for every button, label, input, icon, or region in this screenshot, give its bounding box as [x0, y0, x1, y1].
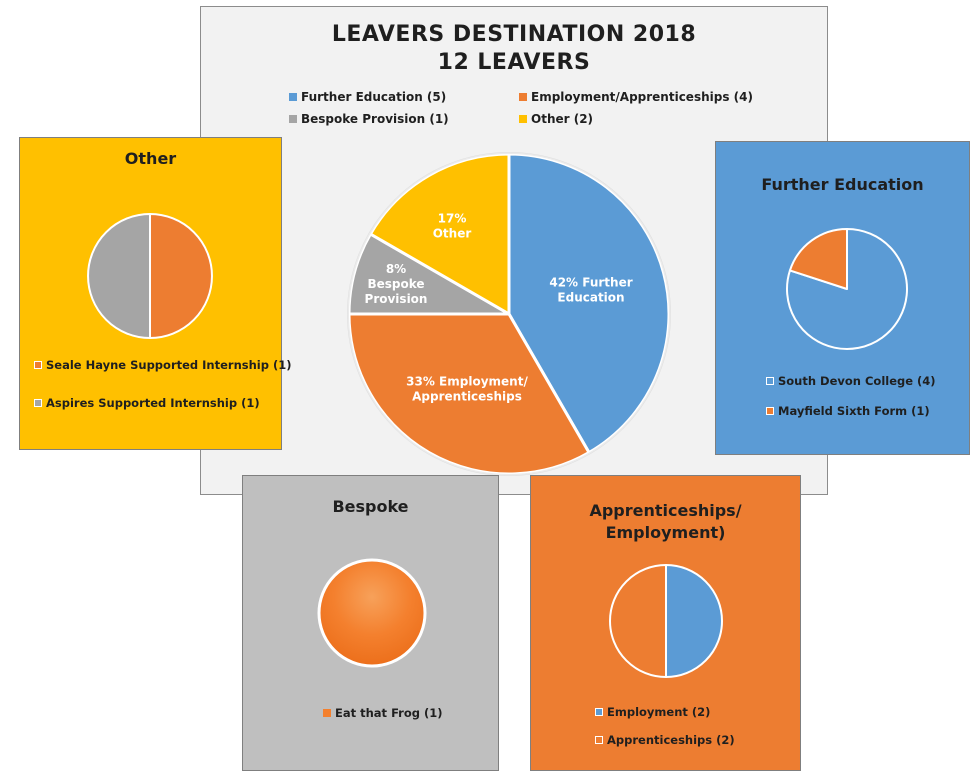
pie-slice-apprenticeships	[609, 564, 667, 678]
apprenticeships-title-line2: Employment)	[605, 523, 726, 542]
apprenticeships-pie-chart	[609, 564, 723, 678]
further-education-chart-title: Further Education	[761, 175, 924, 194]
legend-swatch	[323, 709, 331, 717]
pie-slice-other	[368, 152, 511, 316]
pie-outline	[347, 152, 671, 476]
legend-item-further-education: Further Education (5)	[289, 90, 446, 104]
further-education-chart-panel: Further Education South Devon College (4…	[715, 141, 970, 455]
legend-item-other: Other (2)	[519, 112, 593, 126]
legend-swatch	[34, 399, 42, 407]
legend-swatch	[289, 93, 297, 101]
bespoke-pie-chart	[317, 558, 427, 668]
pie-slice-seale-hayne-supported-internship	[149, 213, 213, 339]
legend-swatch	[595, 708, 603, 716]
legend-item-bespoke: Bespoke Provision (1)	[289, 112, 449, 126]
main-chart-title: LEAVERS DESTINATION 2018 12 LEAVERS	[201, 21, 827, 77]
apprenticeships-chart-panel: Apprenticeships/ Employment) Employment …	[530, 475, 801, 771]
other-chart-title: Other	[124, 149, 177, 168]
legend-item-apprenticeships-2: Apprenticeships (2)	[595, 733, 735, 747]
main-title-line2: 12 LEAVERS	[437, 50, 591, 75]
apprenticeships-chart-title: Apprenticeships/ Employment)	[531, 500, 800, 544]
bespoke-chart-title: Bespoke	[332, 497, 409, 516]
legend-swatch	[766, 407, 774, 415]
legend-swatch	[519, 93, 527, 101]
further-education-pie-chart	[786, 228, 908, 350]
pie-slice-south-devon-college	[786, 228, 908, 350]
other-chart-panel: Other Seale Hayne Supported Internship (…	[19, 137, 292, 450]
legend-swatch	[34, 361, 42, 369]
pie-slice-aspires-supported-internship	[87, 213, 151, 339]
legend-swatch	[595, 736, 603, 744]
legend-item-aspires: Aspires Supported Internship (1)	[34, 396, 260, 410]
data-label-employment-apprenticeships: 33% Employment/Apprenticeships	[406, 375, 528, 404]
legend-item-employment-2: Employment (2)	[595, 705, 710, 719]
legend-item-seale-hayne: Seale Hayne Supported Internship (1)	[34, 358, 292, 372]
pie-slice-mayfield-sixth-form	[788, 228, 848, 290]
pie-slice-further-education	[507, 152, 671, 455]
data-label-other: 17%Other	[433, 212, 472, 241]
pie-slice-eat-that-frog	[317, 558, 427, 668]
apprenticeships-title-line1: Apprenticeships/	[589, 501, 742, 520]
other-pie-chart	[87, 213, 213, 339]
legend-swatch	[519, 115, 527, 123]
legend-item-eat-that-frog: Eat that Frog (1)	[323, 706, 443, 720]
main-title-line1: LEAVERS DESTINATION 2018	[331, 22, 697, 47]
legend-item-employment: Employment/Apprenticeships (4)	[519, 90, 753, 104]
legend-item-mayfield-sixth-form: Mayfield Sixth Form (1)	[766, 404, 930, 418]
legend-swatch	[289, 115, 297, 123]
bespoke-chart-panel: Bespoke Eat that Frog (1)	[242, 475, 499, 771]
pie-slice-employment-apprenticeships	[347, 312, 591, 476]
legend-item-south-devon-college: South Devon College (4)	[766, 374, 936, 388]
pie-slice-employment	[665, 564, 723, 678]
legend-swatch	[766, 377, 774, 385]
